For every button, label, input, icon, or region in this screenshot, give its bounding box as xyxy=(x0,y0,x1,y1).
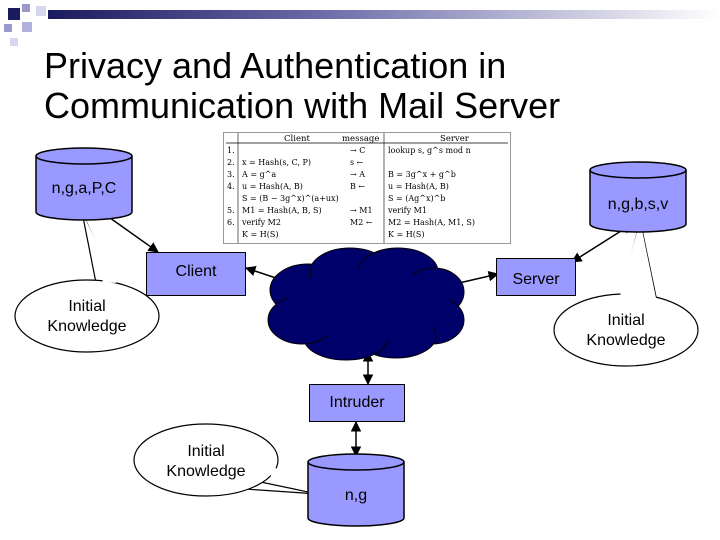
protocol-cell-num: 1. xyxy=(227,146,235,155)
intruder-db-cylinder xyxy=(307,453,405,527)
protocol-cell-client: S = (B − 3g^x)^(a+ux) xyxy=(242,194,339,203)
intruder-knowledge-bubble xyxy=(133,423,279,497)
client-box-label: Client xyxy=(175,263,217,280)
client-knowledge-bubble xyxy=(14,279,160,353)
network-cloud xyxy=(267,247,465,361)
intruder-knowledge-label: Initial Knowledge xyxy=(134,442,278,482)
protocol-cell-message: s ← xyxy=(350,158,364,167)
protocol-cell-num: 3. xyxy=(227,170,235,179)
intruder-db-label: n,g xyxy=(344,487,368,504)
protocol-cell-message: M2 ← xyxy=(350,218,373,227)
server-db-label: n,g,b,s,v xyxy=(607,196,669,213)
corner-square-light xyxy=(4,24,12,32)
protocol-header-message: message xyxy=(342,134,379,144)
knowledge-line: Knowledge xyxy=(47,318,127,335)
protocol-cell-client: verify M2 xyxy=(241,218,281,227)
protocol-cell-message: → C xyxy=(350,146,365,155)
slide-title: Privacy and Authentication in Communicat… xyxy=(44,46,704,126)
protocol-cell-server: B = 3g^x + g^b xyxy=(388,170,456,179)
knowledge-line: Knowledge xyxy=(166,463,246,480)
protocol-cell-client: K = H(S) xyxy=(242,230,278,239)
knowledge-line: Initial xyxy=(68,298,106,315)
protocol-header-client: Client xyxy=(284,134,310,144)
client-db-label: n,g,a,P,C xyxy=(51,180,117,197)
protocol-table-graphics: Client message Server 1. → C lookup s, g^s… xyxy=(226,133,508,243)
protocol-cell-server: verify M1 xyxy=(387,206,427,215)
server-box: Server xyxy=(496,258,576,296)
protocol-cell-num: 5. xyxy=(227,206,235,215)
server-knowledge-label: Initial Knowledge xyxy=(554,311,698,351)
protocol-cell-server: K = H(S) xyxy=(388,230,424,239)
client-knowledge-label: Initial Knowledge xyxy=(15,297,159,337)
server-box-label: Server xyxy=(512,271,560,288)
corner-square-light xyxy=(22,22,32,32)
protocol-cell-num: 6. xyxy=(227,218,235,227)
corner-square-faint xyxy=(10,38,18,46)
knowledge-line: Knowledge xyxy=(586,332,666,349)
protocol-table: Client message Server 1. → C lookup s, g^s… xyxy=(223,132,511,244)
protocol-cell-message: → A xyxy=(350,170,365,179)
protocol-cell-server: M2 = Hash(A, M1, S) xyxy=(388,218,475,227)
knowledge-line: Initial xyxy=(607,312,645,329)
title-line: Communication with Mail Server xyxy=(44,85,561,126)
protocol-cell-server: u = Hash(A, B) xyxy=(388,182,449,191)
corner-square-faint xyxy=(36,6,46,16)
protocol-cell-message: B ← xyxy=(350,182,365,191)
corner-square-light xyxy=(22,4,30,12)
protocol-cell-client: A = g^a xyxy=(241,170,276,179)
protocol-cell-message: → M1 xyxy=(350,206,373,215)
server-db-cylinder xyxy=(589,161,687,233)
protocol-cell-num: 4. xyxy=(227,182,235,191)
protocol-cell-client: u = Hash(A, B) xyxy=(242,182,303,191)
protocol-cell-client: x = Hash(s, C, P) xyxy=(242,158,311,167)
title-line: Privacy and Authentication in xyxy=(44,45,507,86)
knowledge-line: Initial xyxy=(187,443,225,460)
intruder-box-label: Intruder xyxy=(329,394,385,411)
top-gradient-bar xyxy=(48,10,720,19)
intruder-box: Intruder xyxy=(309,384,405,422)
corner-square-dark xyxy=(8,8,20,20)
protocol-cell-client: M1 = Hash(A, B, S) xyxy=(242,206,322,215)
protocol-cell-server: S = (Ag^x)^b xyxy=(388,194,445,203)
client-db-cylinder xyxy=(35,147,133,221)
client-box: Client xyxy=(146,252,246,296)
protocol-cell-server: lookup s, g^s mod n xyxy=(388,146,471,155)
protocol-cell-num: 2. xyxy=(227,158,235,167)
protocol-header-server: Server xyxy=(440,134,470,144)
